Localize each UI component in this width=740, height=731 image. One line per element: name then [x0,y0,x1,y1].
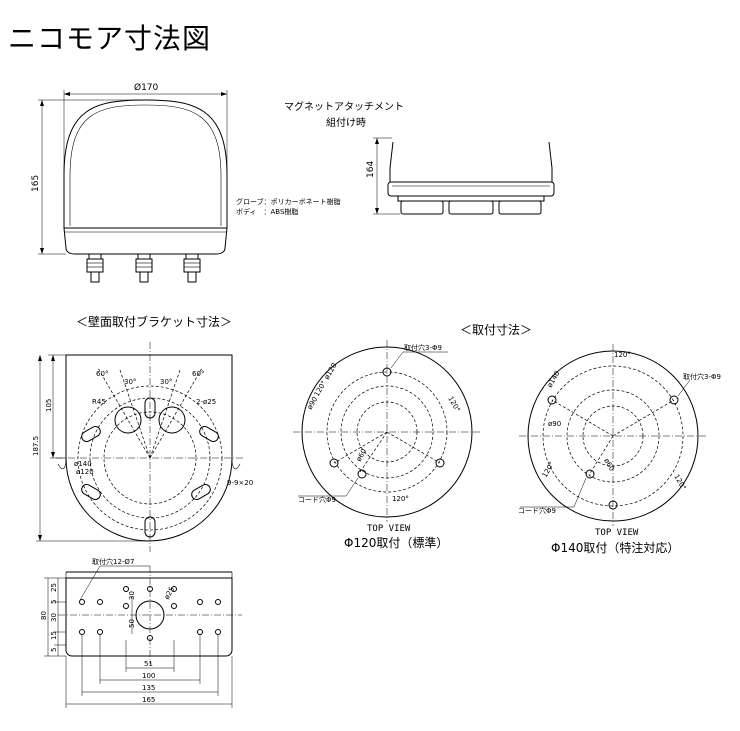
left-cord-label: コード穴Φ9 [298,495,336,504]
plate-holes [79,586,221,641]
plate-dim-5: 5 [50,600,58,604]
cord-hole [357,469,367,479]
plate-dim-30v: 30 [128,591,136,600]
bracket-outline [65,354,233,542]
plate-dim-25: 25 [50,583,58,592]
wall-bracket-view: ＜壁面取付ブラケット寸法＞ 60° 30° 30° 60° [32,314,253,552]
left-angle-b: 120° [446,395,461,414]
bracket-angle-30-right: 30° [160,378,172,386]
left-holes-label: 取付穴3-Φ9 [404,343,442,352]
left-phi120: ø120 [323,362,339,381]
left-angle-a: 120° [313,379,328,398]
mount-hole [608,500,618,510]
bracket-plate-view: 取付穴12-Ø7 ø25 25 5 30 15 5 80 50 30 51 10… [40,557,242,708]
magnet-base [387,181,555,197]
plate-dim-50: 50 [128,619,136,628]
magnet-pad [400,200,444,215]
bracket-slots [81,397,219,538]
right-holes-label: 取付穴3-Φ9 [683,372,721,381]
right-angle-a: 120° [614,351,631,359]
page-title: ニコモア寸法図 [8,22,212,55]
bracket-phi120: ø120 [76,468,94,476]
plate-dim-165: 165 [142,696,155,704]
bracket-phi140: ø140 [74,460,92,468]
main-width-dim: Ø170 [134,82,159,93]
terminal-bolts [86,253,201,283]
cord-hole [585,469,595,479]
right-view-label: TOP VIEW [595,528,639,538]
right-phi140: ø140 [546,370,562,389]
main-side-view: Ø170 165 グローブ：ポリカーボネート樹脂 ボディ ：ABS樹脂 [31,82,341,283]
magnet-pad [448,200,494,215]
bracket-angle-30-left: 30° [124,378,136,386]
mount-hole [547,395,557,405]
globe-inner-outline [69,104,222,226]
bracket-hole-r: R45 [92,398,106,406]
mount-hole [382,367,392,377]
main-height-dim: 165 [31,175,41,192]
mounting-phi140-view: ø140 ø90 ø60 120° 120° 120° 取付穴3-Φ9 コード穴… [518,344,721,555]
left-caption: Φ120取付（標準） [344,535,448,550]
bracket-hole-right [158,406,186,434]
right-angle-b: 120° [541,460,556,479]
plate-dim-135: 135 [142,684,155,692]
magnet-title: マグネットアタッチメント [284,100,404,113]
mount-hole [435,458,445,468]
mounting-phi120-view: 取付穴3-Φ9 ø120 ø90 ø60 120° 120° 120° コード穴… [293,340,481,550]
bracket-holes-2x25: 2-ø25 [196,398,216,406]
left-angle-c: 120° [392,495,409,503]
plate-dim-51: 51 [144,660,153,668]
right-caption: Φ140取付（特注対応） [551,540,679,555]
left-phi90: ø90 [306,396,320,411]
plate-dim-15: 15 [50,631,58,640]
globe-outline [63,99,228,229]
bracket-angle-60-left: 60° [96,370,108,378]
bracket-hole-left [114,406,142,434]
plate-dim-5b: 5 [50,648,58,652]
plate-dim-100: 100 [142,672,155,680]
bracket-dim-187: 187.5 [32,436,40,456]
plate-phi25: ø25 [163,586,177,601]
right-angle-c: 120° [672,473,687,492]
plate-dim-30: 30 [50,613,58,622]
mounting-section-title: ＜取付寸法＞ [460,323,532,337]
bracket-slot-label: 9-9×20 [227,479,253,487]
bracket-angle-60-right: 60° [192,370,204,378]
magnet-attachment-view: マグネットアタッチメント 組付け時 164 [284,100,555,215]
bracket-section-title: ＜壁面取付ブラケット寸法＞ [76,314,232,329]
plate-dim-80: 80 [40,611,48,620]
right-phi90: ø90 [548,420,561,428]
bracket-dim-105: 105 [45,399,53,412]
material-globe: グローブ：ポリカーボネート樹脂 [236,197,341,206]
magnet-height-dim: 164 [366,161,376,178]
magnet-subtitle: 組付け時 [326,116,366,129]
magnet-pad [498,200,542,215]
right-cord-label: コード穴Φ9 [518,506,556,515]
mount-hole [329,458,339,468]
material-body: ボディ ：ABS樹脂 [236,207,298,216]
plate-center-hole [135,600,165,630]
plate-holes-label: 取付穴12-Ø7 [92,557,134,566]
plate-outline [65,577,233,657]
mount-hole [669,395,679,405]
left-view-label: TOP VIEW [367,524,411,534]
